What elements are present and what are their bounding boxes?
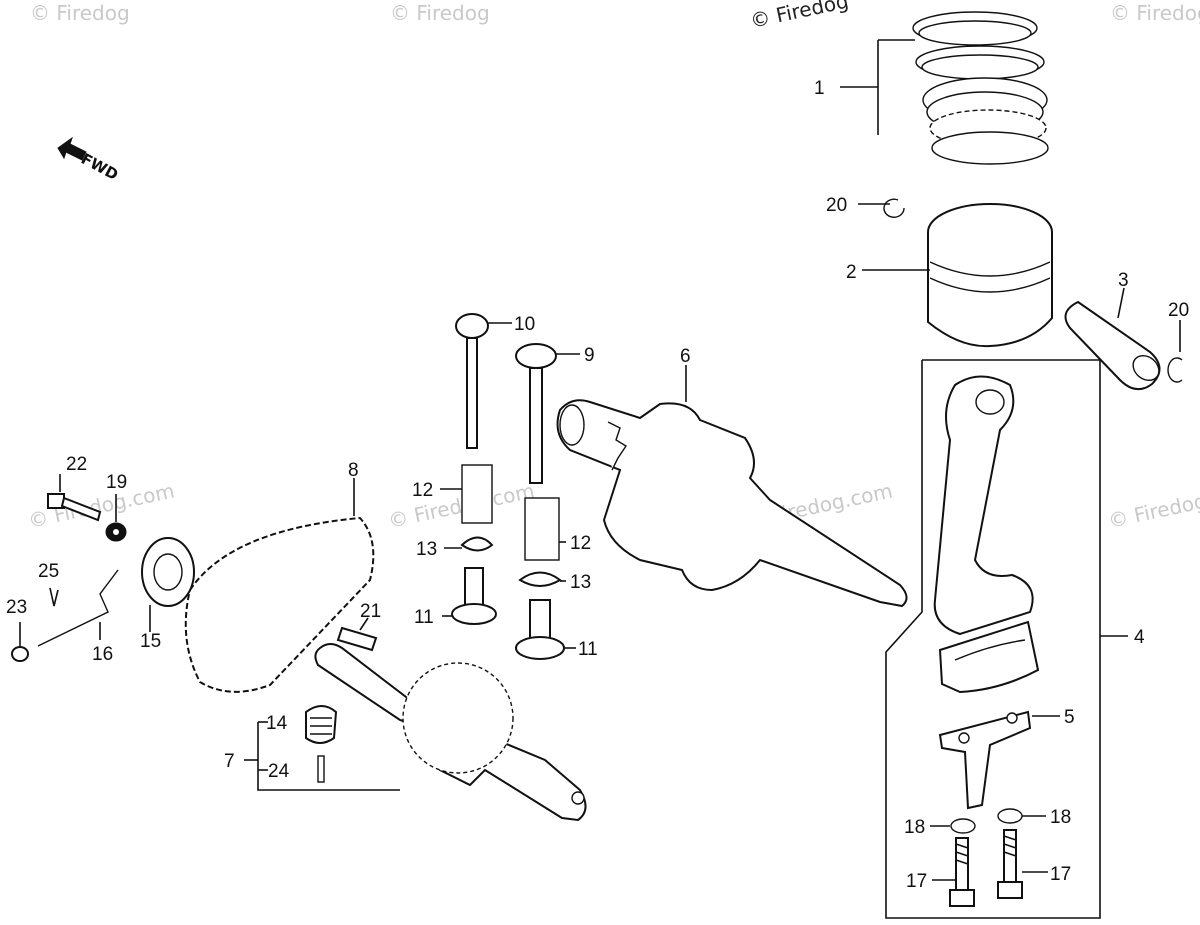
callout-14: 14: [266, 713, 288, 734]
callout-17: 17: [1050, 864, 1071, 885]
watermark-text: © Firedog.com: [386, 478, 536, 532]
watermark-text: © Firedog: [1110, 1, 1200, 25]
circlip-icon: [1167, 320, 1183, 383]
callout-23: 23: [6, 597, 27, 618]
washer-icon: [105, 494, 127, 542]
copyright-header: © Firedog: [748, 0, 850, 33]
bolt-icon: [932, 837, 975, 907]
callout-16: 16: [92, 644, 113, 665]
timing-chain-icon: [184, 478, 375, 693]
washer-icon: [930, 818, 976, 834]
callout-8: 8: [348, 460, 359, 481]
watermark-text: © Firedog: [1106, 489, 1200, 533]
callout-20: 20: [826, 195, 847, 216]
watermark-text: © Firedog: [30, 1, 130, 25]
callout-13: 13: [570, 572, 591, 593]
callout-19: 19: [106, 472, 127, 493]
callout-2: 2: [846, 262, 857, 283]
forward-arrow-icon: FWD: [57, 136, 121, 184]
governor-lever-icon: [37, 569, 119, 647]
bearing-icon: [141, 537, 195, 632]
callout-25: 25: [38, 561, 59, 582]
callout-22: 22: [66, 454, 87, 475]
conrod-group-box: [885, 359, 1101, 919]
bolt-icon: [997, 829, 1048, 899]
connecting-rod-icon: [933, 375, 1040, 694]
callout-1: 1: [814, 78, 825, 99]
watermark-text: © Firedog: [390, 1, 490, 25]
callout-13: 13: [416, 539, 437, 560]
circlip-icon: [858, 198, 905, 218]
callout-5: 5: [1064, 707, 1075, 728]
spring-retainer-icon: [518, 571, 566, 587]
bolt-icon: [47, 474, 102, 522]
callout-24: 24: [268, 761, 290, 782]
tappet-icon: [515, 599, 576, 660]
oil-dipper-icon: [938, 710, 1060, 810]
callout-17: 17: [906, 871, 927, 892]
piston-icon: [862, 203, 1053, 348]
callout-4: 4: [1134, 627, 1145, 648]
callout-6: 6: [680, 346, 691, 367]
valve-spring-icon: [440, 464, 493, 524]
callout-11: 11: [414, 607, 434, 628]
callout-15: 15: [140, 631, 161, 652]
valve-spring-icon: [524, 497, 566, 561]
callout-12: 12: [412, 480, 433, 501]
callout-12: 12: [570, 533, 591, 554]
fwd-label: FWD: [78, 150, 121, 184]
camshaft-group-bracket: [257, 722, 400, 791]
callout-20: 20: [1168, 300, 1189, 321]
spring-retainer-icon: [444, 536, 494, 552]
washer-icon: [997, 808, 1046, 824]
piston-pin-icon: [1064, 287, 1161, 391]
callout-21: 21: [360, 601, 381, 622]
nut-icon: [11, 622, 29, 662]
callout-18: 18: [1050, 807, 1071, 828]
callout-11: 11: [578, 639, 598, 660]
callout-9: 9: [584, 345, 595, 366]
callout-3: 3: [1118, 270, 1129, 291]
callout-18: 18: [904, 817, 925, 838]
piston-rings-icon: [840, 11, 1049, 165]
callout-labels: 1 2 3 4 5 6 7 8 9 10 11 11 12 12 13 13 1…: [6, 78, 1189, 892]
valve-icon: [515, 343, 580, 484]
pin-icon: [317, 755, 325, 783]
callout-7: 7: [224, 751, 235, 772]
valve-icon: [455, 313, 512, 449]
pin-icon: [49, 587, 59, 607]
weight-icon: [305, 705, 338, 744]
callout-10: 10: [514, 314, 535, 335]
camshaft-icon: [314, 643, 587, 822]
woodruff-key-icon: [336, 617, 378, 652]
tappet-icon: [442, 567, 497, 625]
crankshaft-icon: [556, 365, 908, 608]
